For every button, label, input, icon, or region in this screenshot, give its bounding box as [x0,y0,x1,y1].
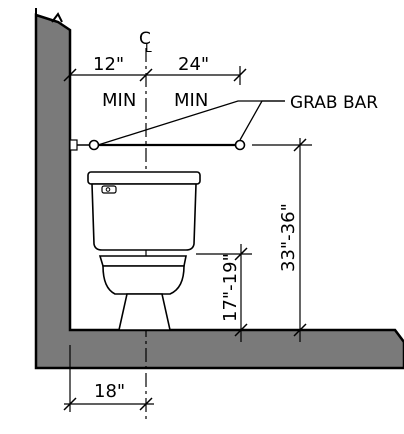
flush-handle [101,185,117,194]
wall-break-line [35,8,63,23]
dim-seat-height: 17"-19" [220,253,241,322]
toilet-bowl [102,265,185,295]
dim-left-value: 12" [93,54,124,75]
grab-bar-end-left [88,139,100,151]
floor-break-line [394,329,404,343]
dim-right-qualifier: MIN [174,90,208,111]
grab-bar-label: GRAB BAR [290,93,378,113]
grab-bar-flange [69,139,78,151]
dim-right-value: 24" [178,54,209,75]
toilet-pedestal [118,293,171,331]
centerline-symbol: C [139,29,151,49]
grab-bar-leader-2 [239,100,285,141]
toilet-tank [91,183,197,251]
grab-bar-end-right [234,139,246,151]
dim-bar-height: 33"-36" [278,203,299,272]
toilet-tank-lid [87,171,201,185]
dim-left-qualifier: MIN [102,90,136,111]
dim-bottom: 18" [94,381,125,402]
centerline-sub: L [145,41,152,55]
toilet-seat [98,255,187,267]
